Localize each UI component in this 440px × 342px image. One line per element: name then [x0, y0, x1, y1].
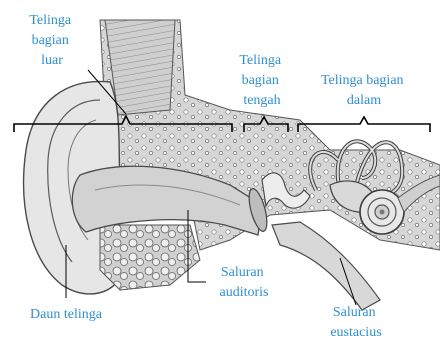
gland-tissue	[100, 225, 200, 290]
middle-ear-label: Telinga bagian tengah	[239, 53, 284, 108]
eustachian-tube-shape	[272, 222, 380, 310]
inner-ear-label: Telinga bagian dalam	[321, 73, 407, 108]
cochlea	[360, 190, 404, 234]
auditory-canal-label: Saluran auditoris	[220, 265, 269, 300]
outer-ear-label: Telinga bagian luar	[29, 13, 74, 68]
inner-ear-bracket	[298, 117, 430, 132]
pinna-label: Daun telinga	[30, 307, 103, 322]
eustachian-tube-label: Saluran eustacius	[330, 305, 381, 340]
